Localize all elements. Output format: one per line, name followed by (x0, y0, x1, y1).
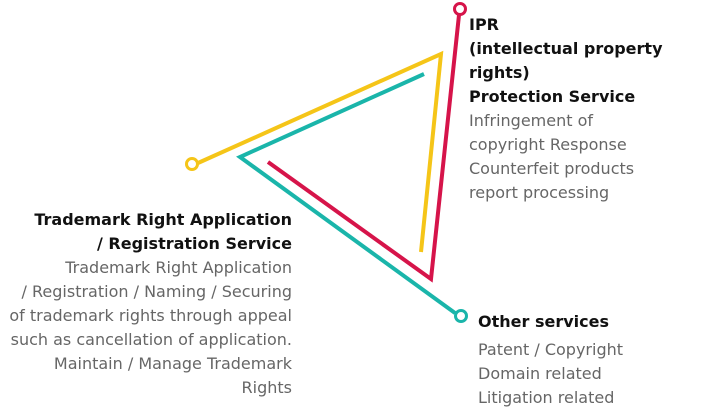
ipr-desc-line: Counterfeit products (469, 159, 635, 178)
trademark-connector-line (197, 50, 444, 253)
ipr-title-line: Protection Service (469, 87, 636, 106)
trademark-connector-dot (185, 157, 199, 171)
other-connector-line (236, 72, 457, 315)
trademark-title-line: / Registration Service (97, 234, 292, 253)
other-desc-line: Domain related (478, 364, 602, 383)
other-desc-line: Patent / Copyright (478, 340, 624, 359)
ipr-desc-line: copyright Response (469, 135, 627, 154)
other-desc-line: Litigation related (478, 388, 615, 407)
ipr-desc-line: report processing (469, 183, 610, 202)
ipr-desc-line: Infringement of (469, 111, 594, 130)
trademark-title-line: Trademark Right Application (34, 210, 292, 229)
trademark-desc-line: / Registration / Naming / Securing (21, 282, 292, 301)
other-services-block: Other services Patent / Copyright Domain… (478, 310, 698, 410)
trademark-desc-line: of trademark rights through appeal (9, 306, 292, 325)
trademark-desc-line: Maintain / Manage Trademark Rights (53, 354, 292, 397)
ipr-connector-line (266, 14, 461, 283)
trademark-desc-line: Trademark Right Application (65, 258, 292, 277)
other-desc-list: Patent / Copyright Domain related Litiga… (478, 338, 698, 410)
other-connector-dot (454, 309, 468, 323)
ipr-service-block: IPR (intellectual property rights) Prote… (469, 13, 701, 205)
trademark-service-block: Trademark Right Application / Registrati… (0, 208, 292, 400)
ipr-connector-dot (453, 2, 467, 16)
other-title-line: Other services (478, 312, 609, 331)
ipr-title-line: (intellectual property rights) (469, 39, 663, 82)
ipr-title-line: IPR (469, 15, 499, 34)
trademark-desc-line: such as cancellation of application. (10, 330, 292, 349)
